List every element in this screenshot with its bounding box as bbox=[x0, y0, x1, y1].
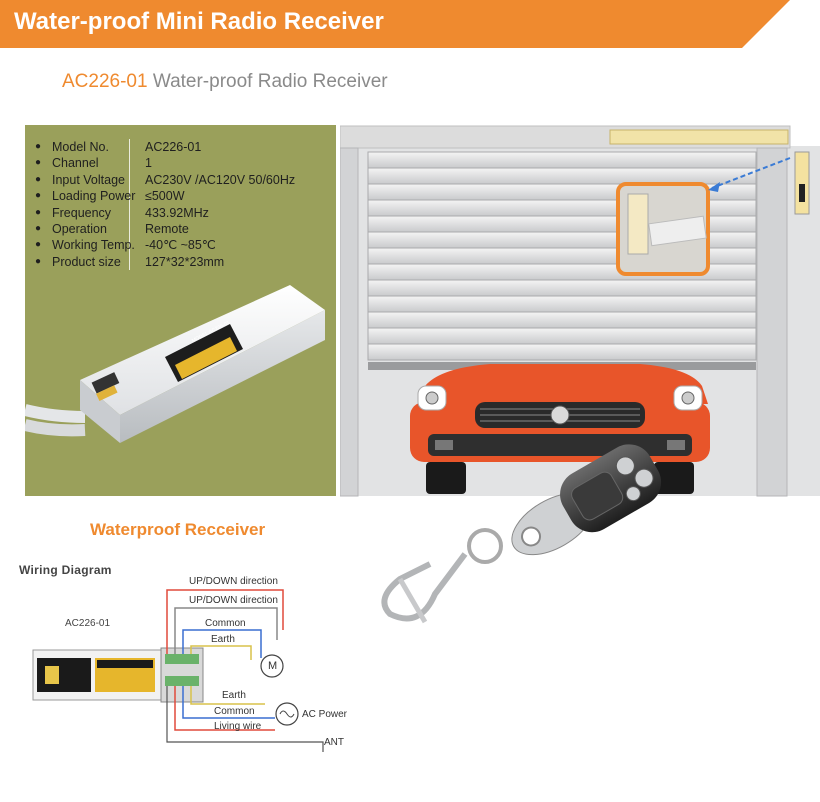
spec-label: Operation bbox=[52, 221, 107, 236]
garage-scene-image bbox=[340, 125, 820, 624]
wire-label-living: Living wire bbox=[214, 721, 262, 732]
receiver-device-image bbox=[25, 285, 325, 443]
subtitle-text: Water-proof Radio Receiver bbox=[152, 71, 388, 92]
spec-value: ≤500W bbox=[145, 189, 185, 204]
section-title: Waterproof Recceiver bbox=[90, 520, 266, 539]
wire-label-updown-1: UP/DOWN direction bbox=[189, 576, 278, 587]
spec-label: Product size bbox=[52, 254, 121, 269]
wire-label-earth-top: Earth bbox=[211, 634, 235, 645]
spec-value: 127*32*23mm bbox=[145, 254, 225, 269]
wire-label-earth-bottom: Earth bbox=[222, 690, 246, 701]
wiring-diagram bbox=[32, 589, 324, 752]
ac-power-label: AC Power bbox=[302, 709, 348, 720]
spec-value: Remote bbox=[145, 221, 189, 236]
wiring-model-label: AC226-01 bbox=[65, 618, 111, 629]
spec-label: Input Voltage bbox=[52, 172, 125, 187]
spec-label: Loading Power bbox=[52, 189, 136, 204]
wire-label-updown-2: UP/DOWN direction bbox=[189, 595, 278, 606]
banner-shape bbox=[0, 0, 790, 48]
spec-label: Frequency bbox=[52, 205, 112, 220]
subtitle-model: AC226-01 bbox=[62, 71, 148, 92]
wiring-diagram-title: Wiring Diagram bbox=[19, 563, 112, 577]
spec-value: 1 bbox=[145, 156, 152, 171]
wire-label-common-top: Common bbox=[205, 618, 246, 629]
spec-value: AC230V /AC120V 50/60Hz bbox=[145, 172, 296, 187]
page-title: Water-proof Mini Radio Receiver bbox=[14, 8, 384, 35]
antenna-label: ANT bbox=[324, 737, 344, 748]
product-subtitle: AC226-01 Water-proof Radio Receiver bbox=[62, 71, 388, 93]
spec-label: Model No. bbox=[52, 140, 109, 154]
spec-value: -40℃ ~85℃ bbox=[145, 238, 216, 253]
spec-divider bbox=[129, 139, 130, 270]
header-banner bbox=[0, 0, 820, 48]
spec-label: Channel bbox=[52, 156, 99, 171]
motor-icon: M bbox=[268, 660, 278, 672]
spec-label: Working Temp. bbox=[52, 238, 135, 253]
spec-value: AC226-01 bbox=[145, 140, 202, 154]
spec-value: 433.92MHz bbox=[145, 205, 209, 220]
wire-label-common-bottom: Common bbox=[214, 706, 255, 717]
